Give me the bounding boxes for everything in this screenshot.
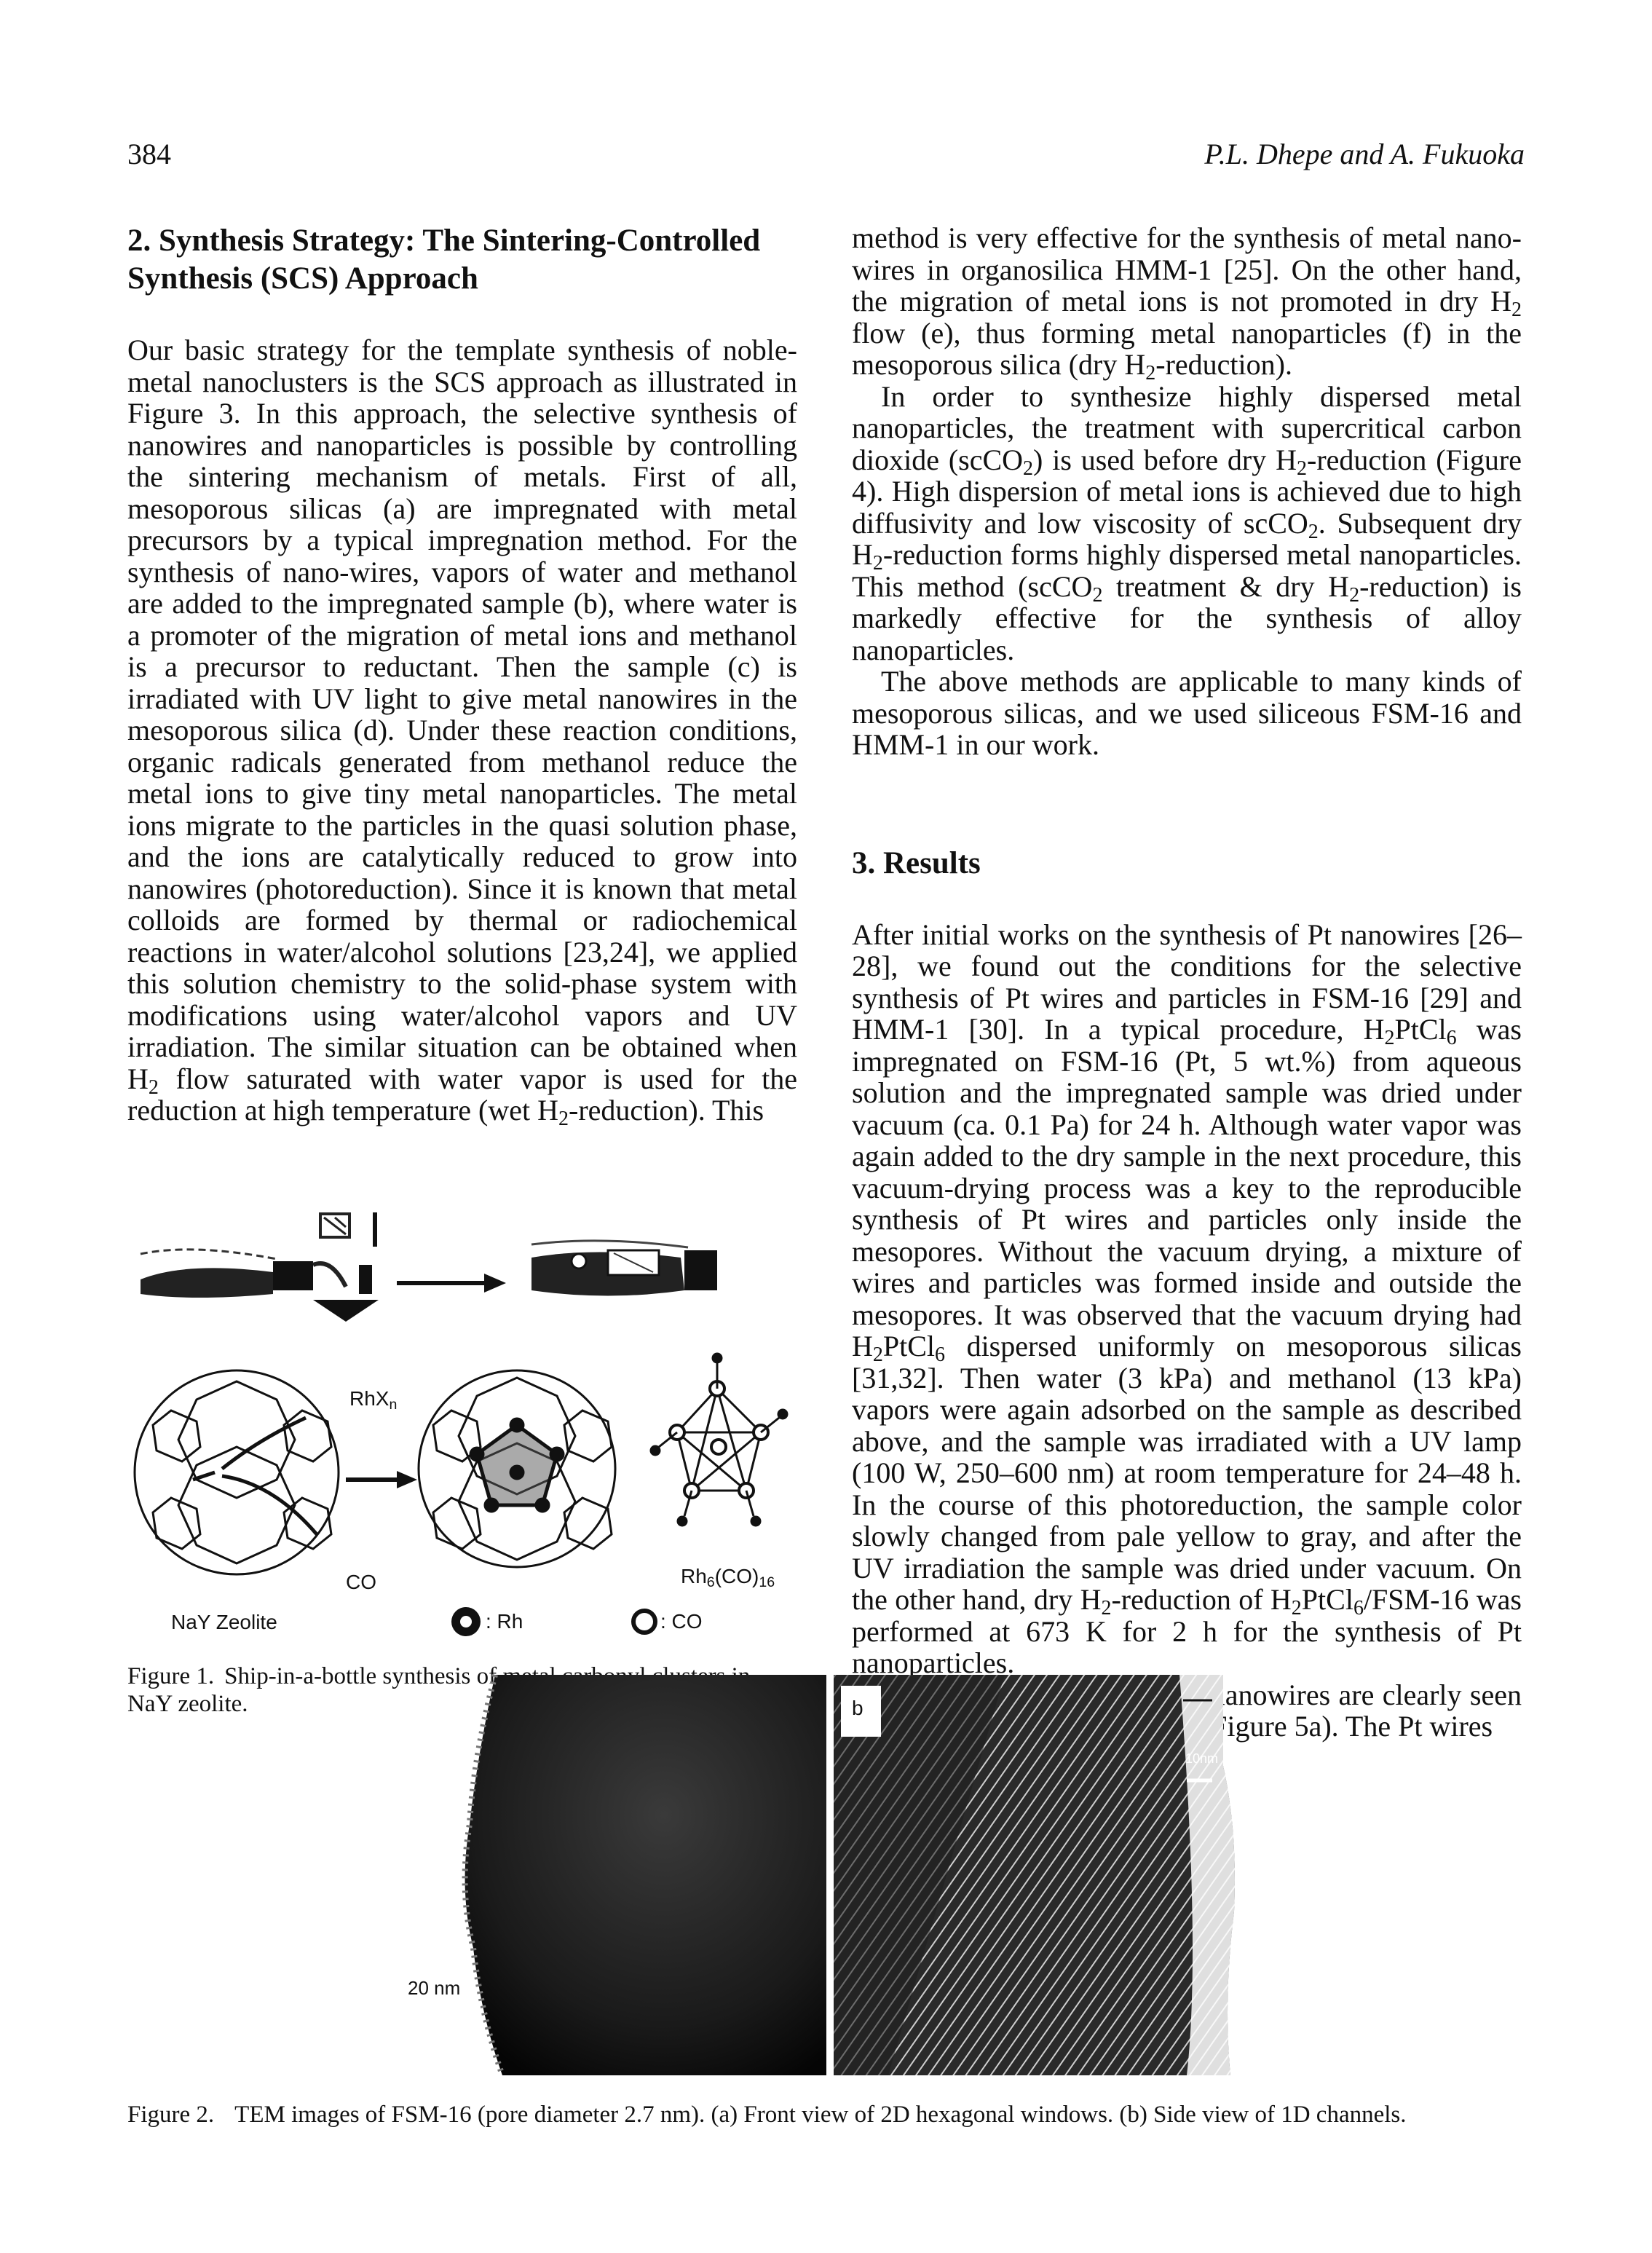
tem-panel-a bbox=[451, 1673, 826, 2077]
left-column: 2. Synthesis Strategy: The Sintering-Con… bbox=[127, 222, 797, 1718]
figure-1-label-rh6co16: Rh6(CO)16 bbox=[681, 1564, 775, 1590]
right-column: method is very effective for the synthes… bbox=[852, 222, 1522, 1743]
figure-1: RhXn CO NaY Zeolite Rh6(CO)16 : Rh : CO bbox=[127, 1192, 797, 1644]
zeolite-framework-left-icon bbox=[133, 1369, 340, 1575]
figure-2-scale-bar-a: 20 nm bbox=[408, 1977, 461, 1999]
section-2-title: 2. Synthesis Strategy: The Sintering-Con… bbox=[127, 224, 761, 296]
running-head-authors: P.L. Dhepe and A. Fukuoka bbox=[1204, 138, 1525, 170]
figure-1-label-rhxn: RhXn bbox=[349, 1386, 398, 1413]
page-number: 384 bbox=[127, 138, 171, 170]
figure-2-tem-images bbox=[451, 1673, 1235, 2077]
arrow-right-small-icon bbox=[346, 1470, 417, 1488]
flask-apparatus-left-icon bbox=[140, 1212, 379, 1322]
rh6-carbonyl-cluster-icon bbox=[649, 1352, 789, 1526]
figure-1-legend-co: : CO bbox=[660, 1609, 703, 1633]
section-3-paragraph-1: After initial works on the synthesis of … bbox=[852, 918, 1522, 1679]
tem-panel-b bbox=[834, 1675, 1235, 2075]
figure-2-caption: Figure 2.TEM images of FSM-16 (pore diam… bbox=[127, 2102, 1407, 2128]
rh-legend-icon bbox=[451, 1606, 481, 1636]
figure-1-label-nay-zeolite: NaY Zeolite bbox=[171, 1610, 277, 1633]
figure-1-label-co: CO bbox=[346, 1570, 376, 1593]
section-2-paragraph-2: In order to synthesize highly dispersed … bbox=[852, 379, 1522, 666]
figure-1-legend-rh: : Rh bbox=[486, 1609, 523, 1633]
figure-2-panel-a-label: a bbox=[462, 1700, 474, 1723]
flask-apparatus-right-icon bbox=[531, 1239, 717, 1295]
section-2-continuation: method is very effective for the synthes… bbox=[852, 221, 1522, 384]
arrow-right-icon bbox=[397, 1273, 506, 1293]
co-legend-icon bbox=[631, 1608, 657, 1635]
section-2-paragraph-1: Our basic strategy for the template synt… bbox=[127, 334, 797, 1130]
figure-2: a b 20 nm 10nm bbox=[408, 1671, 1245, 2079]
figure-2-panel-b-label: b bbox=[852, 1697, 863, 1719]
section-3-title: 3. Results bbox=[852, 845, 981, 880]
figure-1-illustration bbox=[133, 1212, 789, 1636]
section-2-paragraph-3: The above methods are applicable to many… bbox=[852, 665, 1522, 761]
figure-2-scale-bar-b: 10nm bbox=[1185, 1751, 1219, 1766]
zeolite-framework-cluster-icon bbox=[417, 1369, 617, 1568]
